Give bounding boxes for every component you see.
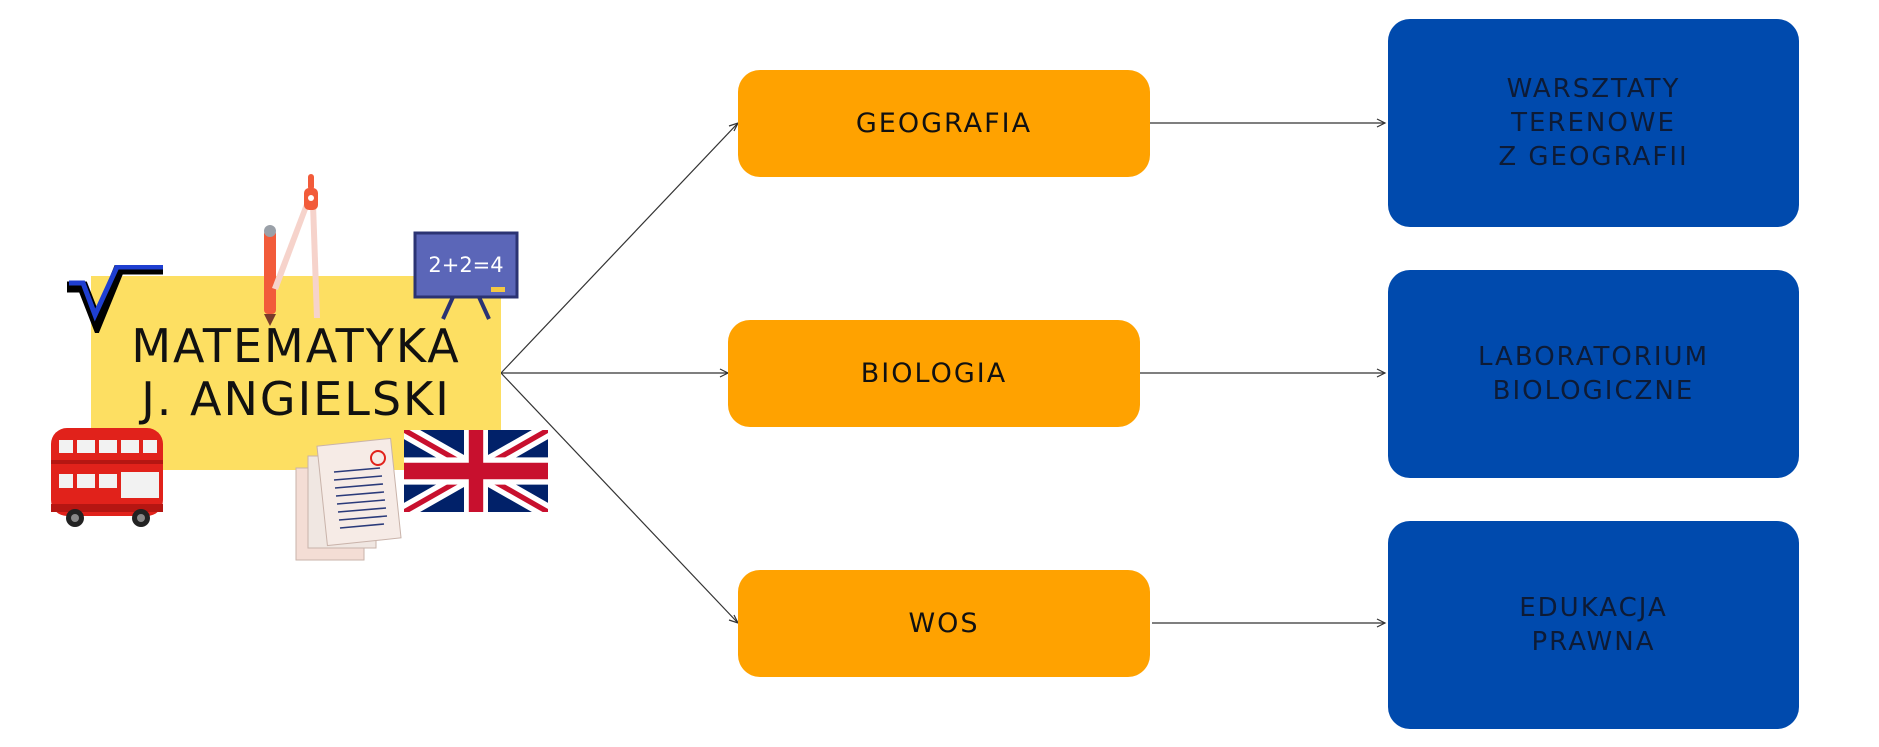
chalkboard-icon: 2+2=4 [413,231,519,320]
arrow-main-to-wos [500,372,739,624]
compass-icon [264,174,320,326]
chalkboard-text: 2+2=4 [428,253,503,277]
workshop-node-laboratorium: LABORATORIUM BIOLOGICZNE [1388,270,1799,478]
subject-label: BIOLOGIA [860,358,1008,389]
subject-node-geografia: GEOGRAFIA [738,70,1150,177]
subject-node-biologia: BIOLOGIA [728,320,1140,427]
uk-flag-icon [404,430,548,512]
double-decker-bus-icon [51,428,163,527]
subject-node-wos: WOS [738,570,1150,677]
main-node-title: MATEMATYKA J. ANGIELSKI [91,320,501,426]
workshop-label: EDUKACJA PRAWNA [1519,593,1668,657]
arrow-main-to-geografia [500,122,739,374]
workshop-label: WARSZTATY TERENOWE Z GEOGRAFII [1498,74,1689,172]
subject-label: GEOGRAFIA [855,108,1033,139]
papers-icon [295,437,402,561]
main-title-line-2: J. ANGIELSKI [141,372,451,426]
workshop-node-edukacja: EDUKACJA PRAWNA [1388,521,1799,729]
square-root-icon [67,265,163,333]
subject-label: WOS [908,608,980,639]
workshop-label: LABORATORIUM BIOLOGICZNE [1477,342,1710,406]
workshop-node-warsztaty: WARSZTATY TERENOWE Z GEOGRAFII [1388,19,1799,227]
main-title-line-1: MATEMATYKA [131,319,461,373]
